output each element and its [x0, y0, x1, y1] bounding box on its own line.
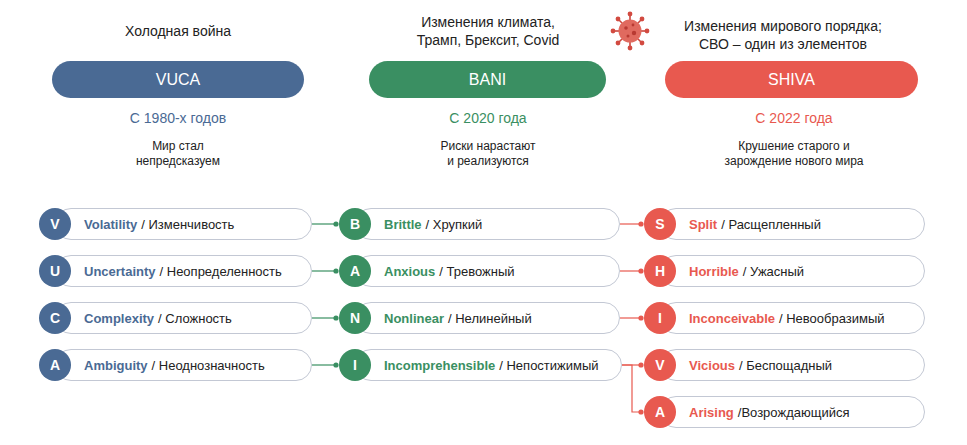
era-cause: Изменения климата, Трамп, Брексит, Covid: [408, 14, 568, 49]
era-cause: Холодная война: [78, 23, 278, 41]
letter: U: [50, 263, 60, 279]
connector-line: [312, 270, 336, 271]
term-russian: / Беспощадный: [739, 358, 832, 373]
term-pill: Nonlinear/ НелинейныйN: [355, 302, 620, 334]
letter-circle: H: [644, 255, 676, 287]
era-name: BANI: [469, 71, 506, 89]
era-name: SHIVA: [768, 71, 815, 89]
letter-circle: U: [39, 255, 71, 287]
era-date: С 2020 года: [388, 110, 588, 128]
letter-circle: I: [339, 349, 371, 381]
term-english: Nonlinear: [384, 311, 444, 326]
term-russian: / Изменчивость: [141, 217, 234, 232]
term-russian: / Хрупкий: [426, 217, 483, 232]
letter: A: [50, 357, 60, 373]
term-russian: / Расщепленный: [721, 217, 821, 232]
letter: N: [350, 310, 360, 326]
term-russian: / Сложность: [158, 311, 232, 326]
term-english: Inconceivable: [689, 311, 775, 326]
era-date: С 1980-х годов: [78, 110, 278, 128]
letter-circle: V: [39, 208, 71, 240]
term-pill: Uncertainty/ НеопределенностьU: [55, 255, 312, 287]
letter: B: [350, 216, 360, 232]
term-russian: / Невообразимый: [779, 311, 885, 326]
era-description: Мир стал непредсказуем: [122, 139, 234, 169]
term-english: Split: [689, 217, 717, 232]
term-pill: Inconceivable / Невообразимый I: [660, 302, 925, 334]
term-russian: / Тревожный: [439, 264, 514, 279]
term-english: Uncertainty: [84, 264, 156, 279]
term-russian: / Непостижимый: [499, 358, 598, 373]
term-english: Volatility: [84, 217, 137, 232]
term-pill: Incomprehensible / Непостижимый I: [355, 349, 622, 381]
term-pill: Brittle/ ХрупкийB: [355, 208, 620, 240]
connector-line: [312, 364, 336, 365]
term-english: Horrible: [689, 264, 739, 279]
term-russian: / Неопределенность: [160, 264, 282, 279]
term-english: Arising: [689, 405, 734, 420]
term-pill: Vicious/ БеспощадныйV: [660, 349, 925, 381]
term-russian: / Нелинейный: [448, 311, 532, 326]
term-pill: Anxious/ ТревожныйA: [355, 255, 620, 287]
letter: V: [655, 357, 664, 373]
letter: I: [353, 357, 357, 373]
connector-line: [312, 223, 336, 224]
term-pill: Volatility/ ИзменчивостьV: [55, 208, 312, 240]
letter: C: [50, 310, 60, 326]
letter-circle: A: [339, 255, 371, 287]
era-description: Риски нарастают и реализуются: [436, 139, 540, 169]
letter-circle: S: [644, 208, 676, 240]
letter: I: [658, 310, 662, 326]
term-pill: Horrible/ УжасныйH: [660, 255, 925, 287]
connector-line: [620, 270, 641, 271]
letter-circle: A: [39, 349, 71, 381]
letter-circle: C: [39, 302, 71, 334]
era-cause: Изменения мирового порядка; СВО – один и…: [683, 18, 883, 53]
term-english: Ambiguity: [84, 358, 148, 373]
letter-circle: I: [644, 302, 676, 334]
term-english: Incomprehensible: [384, 358, 495, 373]
term-english: Anxious: [384, 264, 435, 279]
term-pill: Split/ РасщепленныйS: [660, 208, 925, 240]
term-russian: /Возрождающийся: [738, 405, 850, 420]
era-header: SHIVA: [665, 61, 918, 98]
virus-icon: [611, 12, 650, 51]
term-russian: / Ужасный: [743, 264, 804, 279]
term-pill: Complexity/ СложностьC: [55, 302, 312, 334]
connector-line: [312, 317, 336, 318]
connector-line: [620, 223, 641, 224]
letter-circle: V: [644, 349, 676, 381]
era-header: VUCA: [52, 61, 304, 98]
era-date: С 2022 года: [694, 110, 894, 128]
letter: H: [655, 263, 665, 279]
term-english: Brittle: [384, 217, 422, 232]
era-name: VUCA: [156, 71, 200, 89]
letter: V: [50, 216, 59, 232]
letter-circle: N: [339, 302, 371, 334]
letter: S: [655, 216, 664, 232]
term-pill: Ambiguity/ НеоднозначностьA: [55, 349, 312, 381]
letter-circle: B: [339, 208, 371, 240]
term-english: Vicious: [689, 358, 735, 373]
connector-line: [620, 317, 641, 318]
era-description: Крушение старого и зарождение нового мир…: [714, 139, 874, 169]
letter: A: [350, 263, 360, 279]
era-header: BANI: [369, 61, 606, 98]
term-russian: / Неоднозначность: [152, 358, 265, 373]
letter-circle: A: [644, 396, 676, 428]
term-pill: Arising/ВозрождающийсяA: [660, 396, 925, 428]
term-english: Complexity: [84, 311, 154, 326]
letter: A: [655, 404, 665, 420]
connector-line: [622, 365, 641, 412]
